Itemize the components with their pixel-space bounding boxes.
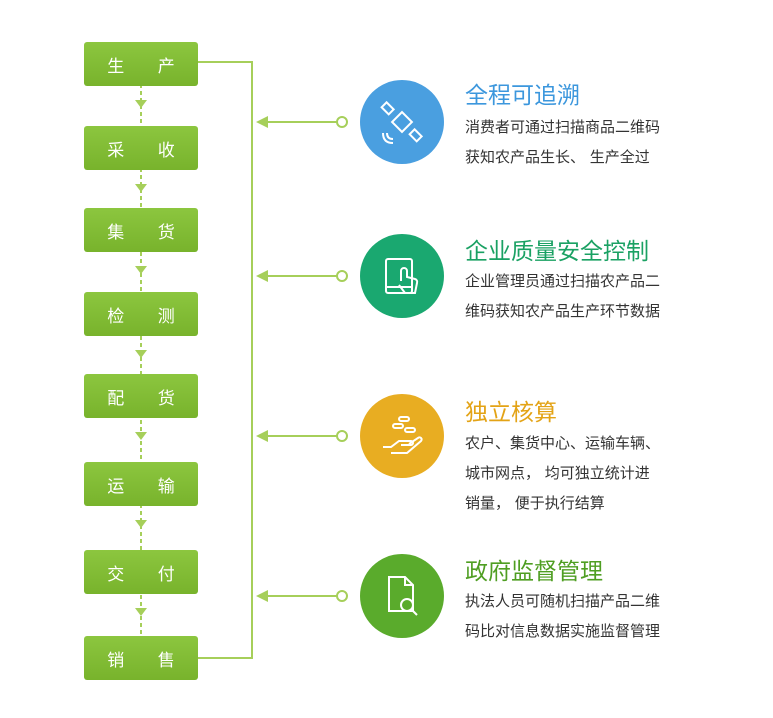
- document-search-icon: [360, 554, 444, 638]
- feature-title-independent-accounting: 独立核算: [465, 400, 557, 426]
- flow-step-distribution: 配 货: [84, 374, 198, 418]
- feature-title-government-supervision: 政府监督管理: [465, 559, 603, 585]
- flow-step-sales: 销 售: [84, 636, 198, 680]
- flow-step-inspection: 检 测: [84, 292, 198, 336]
- feature-desc-traceability: 消费者可通过扫描商品二维码 获知农产品生长、 生产全过: [465, 118, 661, 166]
- satellite-icon: [360, 80, 444, 164]
- hand-coins-icon: [360, 394, 444, 478]
- flow-step-delivery: 交 付: [84, 550, 198, 594]
- feature-title-quality-control: 企业质量安全控制: [465, 239, 649, 265]
- feature-desc-quality-control: 企业管理员通过扫描农产品二 维码获知农产品生产环节数据: [465, 272, 661, 320]
- flow-step-transport: 运 输: [84, 462, 198, 506]
- flow-step-production: 生 产: [84, 42, 198, 86]
- flow-step-harvest: 采 收: [84, 126, 198, 170]
- feature-desc-government-supervision: 执法人员可随机扫描产品二维 码比对信息数据实施监督管理: [465, 592, 661, 640]
- feature-title-traceability: 全程可追溯: [465, 83, 580, 109]
- feature-desc-independent-accounting: 农户、集货中心、运输车辆、 城市网点， 均可独立统计进 销量， 便于执行结算: [465, 434, 661, 512]
- tablet-touch-icon: [360, 234, 444, 318]
- flow-step-collection: 集 货: [84, 208, 198, 252]
